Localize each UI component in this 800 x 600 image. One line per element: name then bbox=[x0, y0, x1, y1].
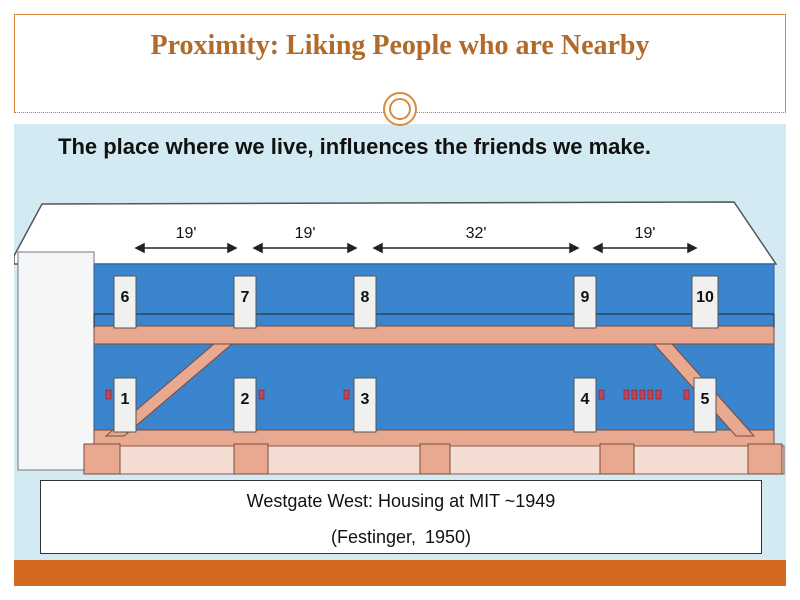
caption-line-2: (Festinger, 1950) bbox=[330, 527, 472, 547]
distance-label: 32' bbox=[466, 225, 487, 242]
door-number: 4 bbox=[581, 391, 590, 408]
step-1 bbox=[83, 443, 121, 475]
caption-box: Westgate West: Housing at MIT ~1949 (Fes… bbox=[40, 480, 762, 554]
roof bbox=[14, 201, 778, 265]
footer-bar bbox=[14, 560, 786, 586]
distance-label: 19' bbox=[176, 225, 197, 242]
upper-railing bbox=[93, 313, 775, 328]
left-wing bbox=[17, 251, 95, 471]
door-number: 3 bbox=[361, 391, 370, 408]
slide-subtitle: The place where we live, influences the … bbox=[58, 134, 652, 159]
door-number: 2 bbox=[241, 391, 250, 408]
step-4 bbox=[599, 443, 635, 475]
lower-door-numbers: 1 2 3 4 5 bbox=[121, 391, 710, 408]
step-2 bbox=[233, 443, 269, 475]
distance-arrows bbox=[134, 242, 698, 254]
distance-labels: 19' 19' 32' 19' bbox=[176, 225, 656, 242]
door-number: 5 bbox=[701, 391, 710, 408]
door-number: 6 bbox=[121, 289, 130, 306]
upper-balcony bbox=[93, 325, 775, 345]
westgate-building-diagram: 19' 19' 32' 19' 6 7 8 9 10 1 2 bbox=[14, 201, 785, 475]
upper-door-numbers: 6 7 8 9 10 bbox=[121, 289, 714, 306]
lower-doors bbox=[113, 377, 717, 433]
mailboxes bbox=[105, 389, 690, 400]
step-3 bbox=[419, 443, 451, 475]
door-number: 1 bbox=[121, 391, 130, 408]
left-stairs bbox=[104, 343, 234, 437]
slide-title: Proximity: Liking People who are Nearby bbox=[150, 30, 650, 61]
door-number: 10 bbox=[696, 289, 714, 306]
caption-line-1: Westgate West: Housing at MIT ~1949 bbox=[246, 491, 556, 511]
divider-ornament-icon bbox=[383, 92, 417, 126]
upper-doors bbox=[113, 275, 719, 329]
distance-label: 19' bbox=[295, 225, 316, 242]
door-number: 9 bbox=[581, 289, 590, 306]
door-number: 8 bbox=[361, 289, 370, 306]
distance-label: 19' bbox=[635, 225, 656, 242]
step-5 bbox=[747, 443, 783, 475]
door-number: 7 bbox=[241, 289, 250, 306]
title-frame bbox=[14, 14, 786, 112]
